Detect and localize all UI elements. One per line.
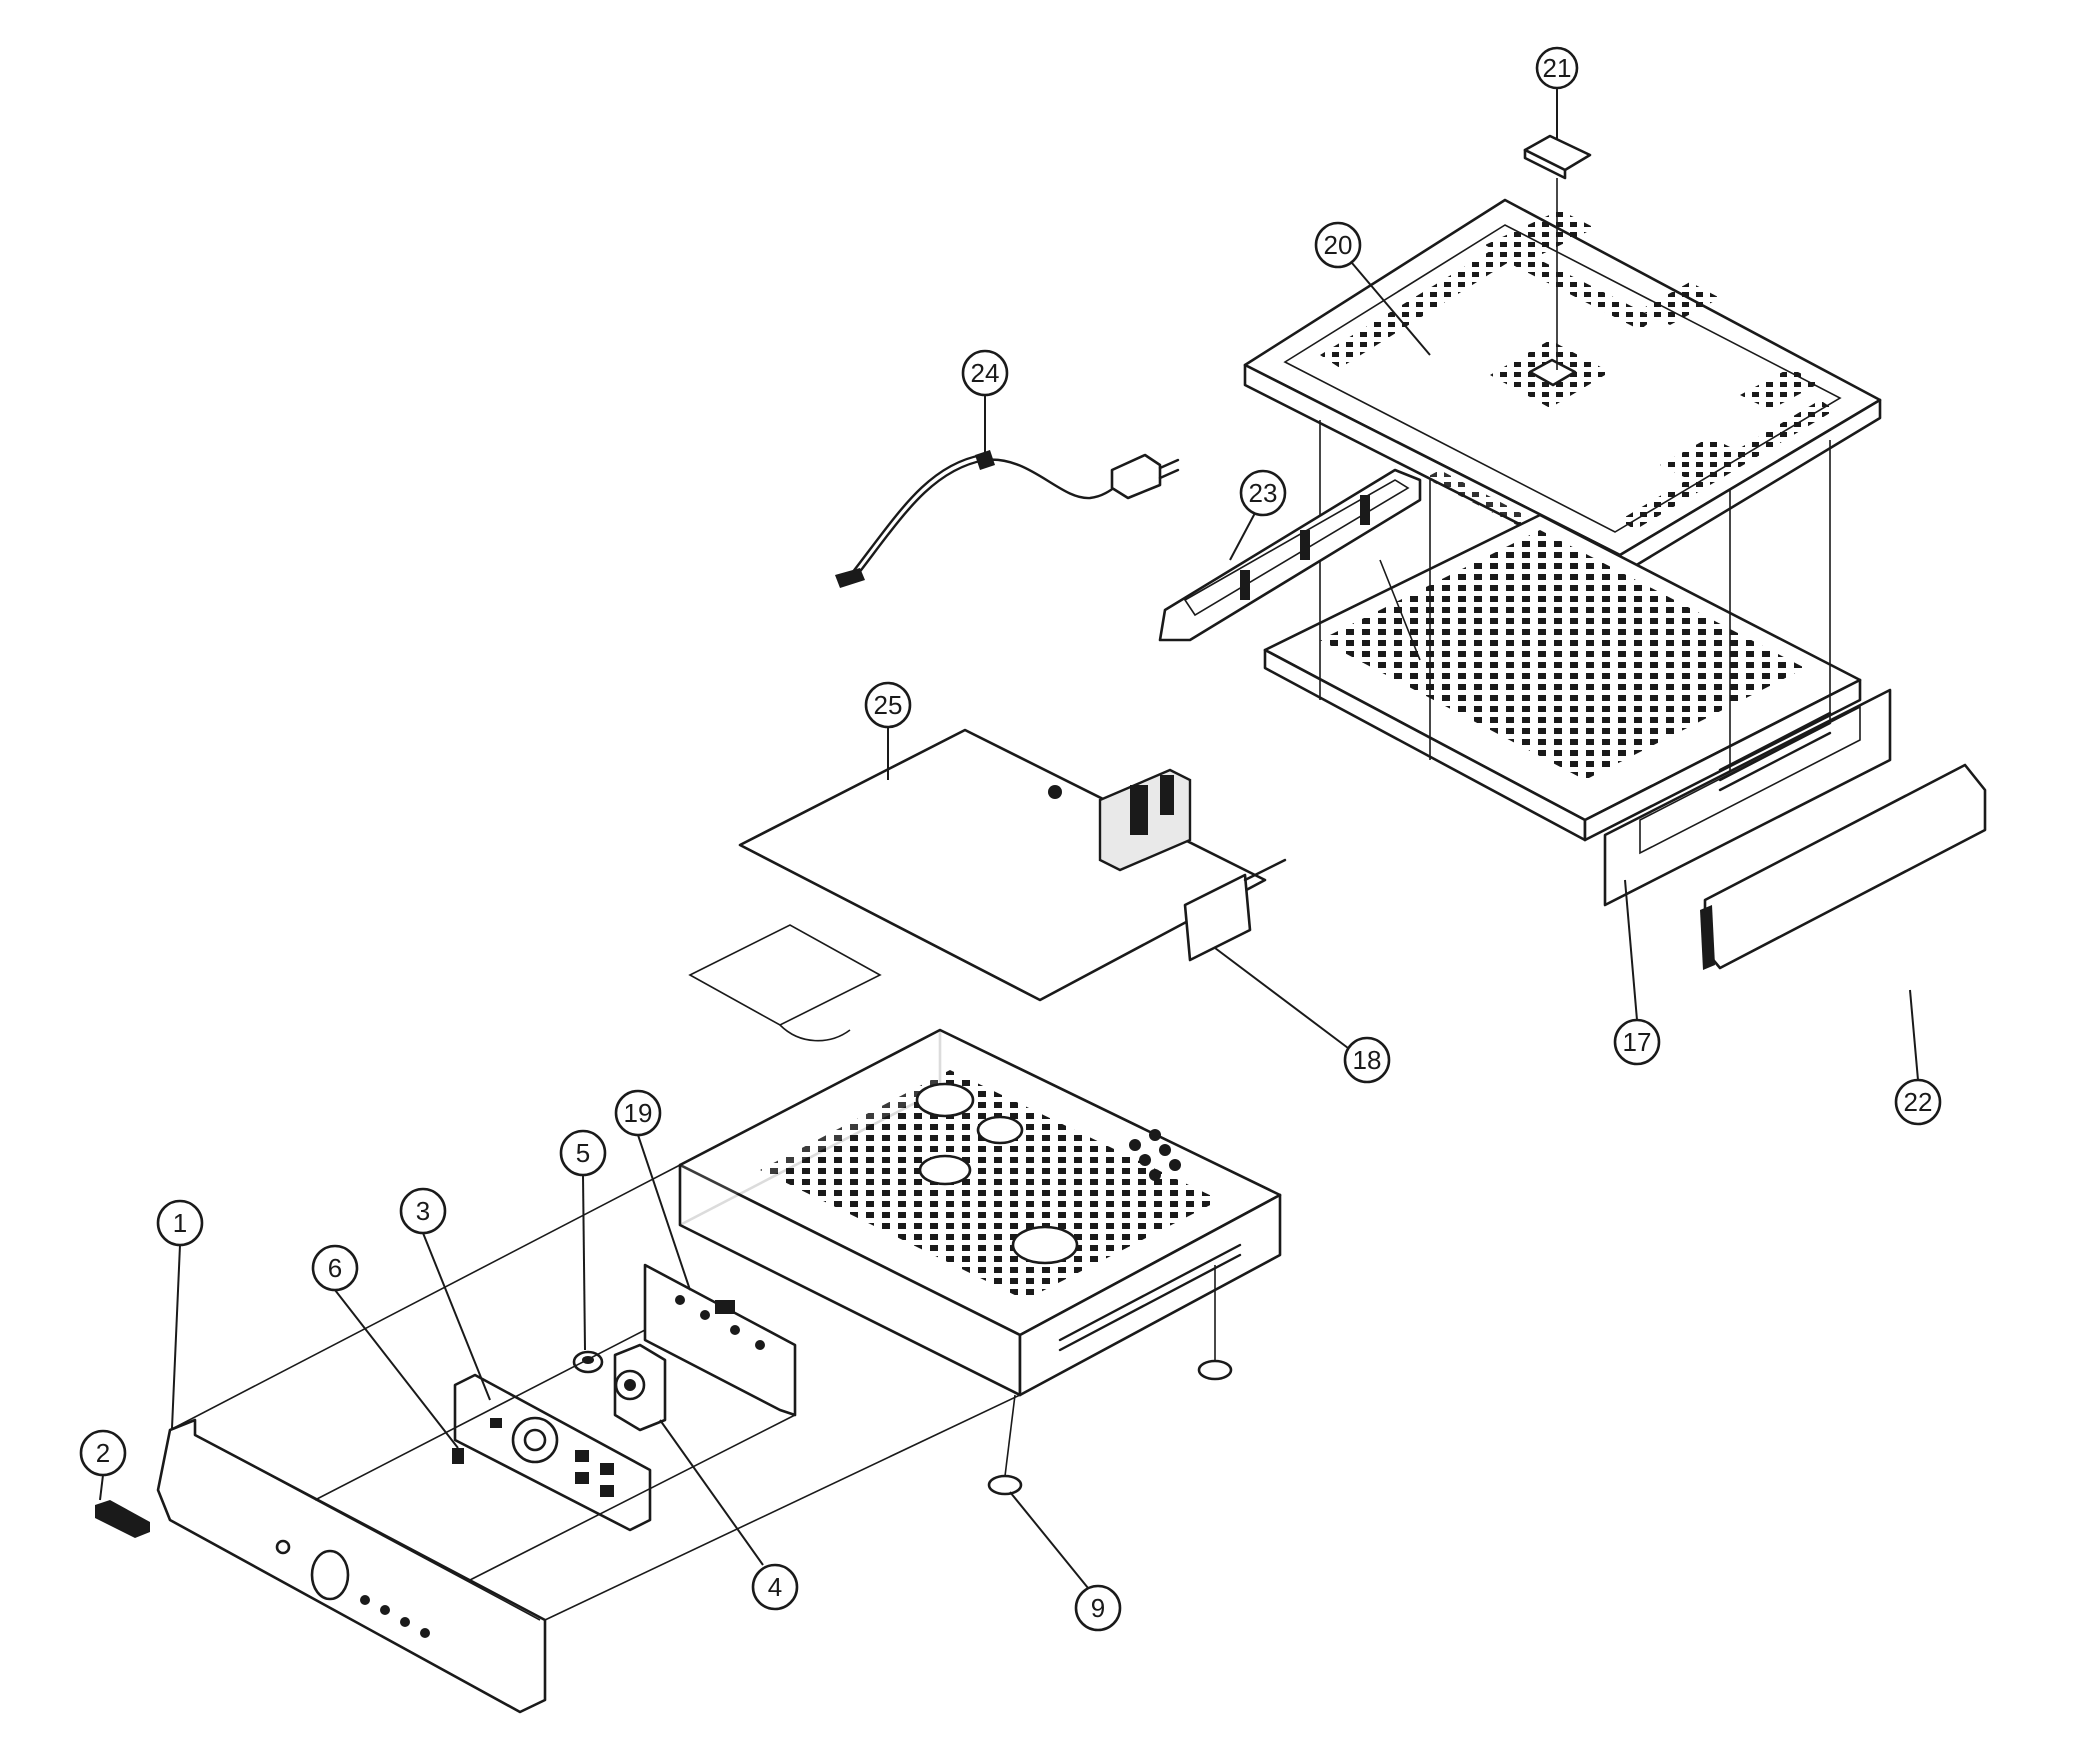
upper-chassis-part	[1263, 420, 1862, 842]
callout-label: 3	[416, 1196, 430, 1226]
power-cord-part	[835, 450, 1180, 588]
top-cover-part	[1243, 198, 1882, 577]
callout-label: 18	[1353, 1045, 1382, 1075]
callout-label: 17	[1623, 1027, 1652, 1057]
front-trim-part	[1700, 763, 1987, 970]
bottom-chassis-part	[678, 1028, 1282, 1496]
callout-23: 19	[614, 1089, 662, 1137]
front-pcb-part	[453, 1373, 652, 1532]
callout-label: 4	[768, 1572, 782, 1602]
callout-20: 22	[1894, 1078, 1942, 1126]
callout-label: 19	[624, 1098, 653, 1128]
callout-label: 1	[173, 1208, 187, 1238]
callout-label: 20	[1324, 230, 1353, 260]
side-panel-part	[1603, 688, 1892, 907]
front-panel-part	[156, 1164, 1021, 1714]
callout-4: 4	[751, 1563, 799, 1611]
callout-label: 22	[1904, 1087, 1933, 1117]
leader-lines	[99, 88, 1919, 1589]
callout-25: 25	[864, 681, 912, 729]
callout-21: 23	[1239, 469, 1287, 517]
callout-label: 24	[971, 358, 1000, 388]
jack-board-part	[643, 1263, 797, 1417]
callout-6: 6	[311, 1244, 359, 1292]
callout-5: 5	[559, 1129, 607, 1177]
switch-part	[452, 1448, 464, 1464]
callout-24: 18	[1343, 1036, 1391, 1084]
slot-cover-part	[1523, 134, 1592, 370]
callout-22: 24	[961, 349, 1009, 397]
callout-label: 25	[874, 690, 903, 720]
rear-bracket-part	[1158, 468, 1422, 642]
callout-2: 2	[79, 1429, 127, 1477]
callout-3: 3	[399, 1187, 447, 1235]
callout-9: 9	[1074, 1584, 1122, 1632]
callout-label: 6	[328, 1253, 342, 1283]
callout-label: 2	[96, 1438, 110, 1468]
callout-1: 1	[156, 1199, 204, 1247]
badge-part	[95, 1500, 150, 1538]
callout-label: 9	[1091, 1593, 1105, 1623]
callout-label: 21	[1543, 53, 1572, 83]
callout-17: 17	[1613, 1018, 1661, 1066]
callout-19: 21	[1535, 46, 1579, 90]
callout-label: 23	[1249, 478, 1278, 508]
callout-18: 20	[1314, 221, 1362, 269]
callout-label: 5	[576, 1138, 590, 1168]
potentiometer-part	[613, 1343, 667, 1432]
main-pcb-part	[688, 728, 1287, 1042]
